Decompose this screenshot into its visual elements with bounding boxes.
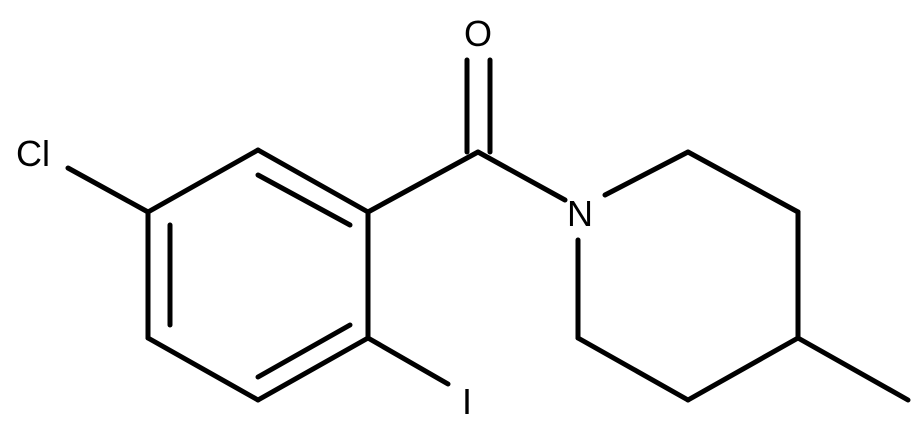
oxygen-label: O bbox=[464, 13, 492, 54]
carbonyl-aryl-bond bbox=[365, 149, 481, 215]
piperidine-bond-n-ca bbox=[602, 149, 691, 198]
ring-bond-c5-c6 bbox=[255, 335, 371, 403]
chlorine-label: Cl bbox=[16, 133, 50, 174]
carbonyl-nitrogen-bond bbox=[475, 149, 568, 203]
ring-bond-c4-c5 bbox=[145, 335, 261, 403]
ring-bond-c5-c6-inner bbox=[255, 322, 353, 380]
ring-bond-c1-c2 bbox=[255, 147, 371, 215]
ring-bond-c2-c3 bbox=[145, 147, 261, 215]
piperidine-bond-ca-cb bbox=[685, 149, 801, 215]
iodine-label: I bbox=[462, 381, 472, 422]
chlorine-bond bbox=[65, 165, 151, 215]
piperidine-bond-cd-ce bbox=[575, 335, 691, 403]
piperidine-bond-cc-cd bbox=[685, 335, 801, 403]
iodine-bond bbox=[365, 335, 451, 387]
ring-bond-c1-c2-inner bbox=[255, 172, 353, 228]
methyl-bond bbox=[795, 335, 911, 403]
nitrogen-label: N bbox=[567, 193, 593, 234]
